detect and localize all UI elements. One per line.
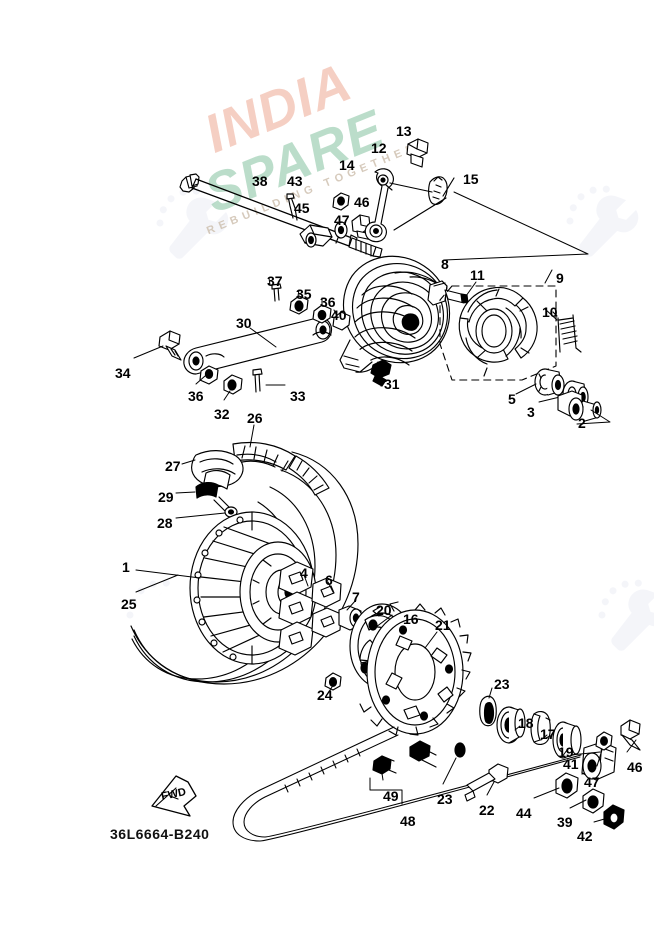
callout-46-bolt: 46 (354, 194, 370, 210)
callout-7-collar: 7 (352, 589, 360, 605)
callout-47-washer: 47 (334, 212, 350, 228)
callout-38-wheel-axle: 38 (252, 173, 268, 189)
cotter-pin-43 (286, 193, 298, 221)
callout-16-clutch-hub: 16 (403, 611, 419, 627)
callout-42-nut: 42 (577, 828, 593, 844)
callout-24-nut: 24 (317, 687, 333, 703)
callout-36-washer: 36 (188, 388, 204, 404)
bolt-13 (406, 138, 429, 168)
callout-12-brake-cam-lever: 12 (371, 140, 387, 156)
nut-39 (582, 788, 605, 814)
brake-shoes (458, 286, 538, 377)
bearing-5 (534, 368, 565, 396)
nut-24 (324, 672, 342, 691)
callout-4-hub-damper: 4 (300, 565, 308, 581)
bolt-34 (158, 330, 182, 361)
callout-40-bolt: 40 (331, 307, 347, 323)
callout-44-axle-nut: 44 (516, 805, 532, 821)
callout-34-bolt: 34 (115, 365, 131, 381)
callout-19-spacer: 19 (558, 744, 574, 760)
callout-11-brake-camshaft: 11 (470, 267, 485, 283)
callout-23-circlip: 23 (437, 791, 453, 807)
callout-9-brake-shoe-kit: 9 (556, 270, 564, 286)
brake-panel-8 (339, 255, 450, 373)
callout-23-circlip: 23 (494, 676, 510, 692)
callout-5-bearing: 5 (508, 391, 516, 407)
callout-39-nut: 39 (557, 814, 573, 830)
callout-21-driven-sprocket: 21 (435, 617, 451, 633)
bolt-46-lower (620, 719, 641, 751)
axle-nut-44 (555, 772, 579, 799)
bearing-18 (496, 706, 526, 744)
brake-cam-lever-12 (364, 168, 394, 243)
callout-43-cotter-pin: 43 (287, 173, 303, 189)
brake-camshaft-11 (427, 280, 469, 306)
callout-37-cotter-pin: 37 (267, 273, 283, 289)
cotter-pin-33 (252, 368, 263, 393)
torque-rod-30 (183, 316, 333, 375)
callout-14-nut: 14 (339, 157, 355, 173)
brake-shoe-kit-box-9 (439, 285, 557, 381)
callout-6-hub-damper: 6 (325, 572, 333, 588)
nut-14 (332, 192, 350, 211)
callout-1-spoke: 1 (122, 559, 130, 575)
callout-17-collar: 17 (540, 726, 556, 742)
nut-42 (603, 804, 625, 830)
callout-45-nut: 45 (294, 200, 310, 216)
circlip-23-lower (454, 742, 466, 758)
fwd-label: FWD (160, 786, 187, 803)
chain-puller-41 (581, 741, 617, 781)
wear-indicator-15 (428, 176, 448, 205)
washer-36-lower (199, 365, 219, 385)
callout-3-bearing: 3 (527, 404, 535, 420)
cotter-pin-37 (271, 283, 282, 302)
washer-47 (334, 221, 348, 239)
callout-46-bolt: 46 (627, 759, 643, 775)
washer-47-lower (595, 731, 613, 751)
callout-49-chain-joint: 49 (383, 788, 399, 804)
bolt-31 (370, 359, 392, 387)
brake-shoe-spring-10 (552, 311, 582, 353)
callout-20-sprocket-hub: 20 (376, 602, 392, 618)
spacer-19 (552, 721, 582, 759)
callout-30-torque-rod: 30 (236, 315, 252, 331)
callout-10-brake-shoe-spring: 10 (542, 304, 558, 320)
callout-35-nut: 35 (296, 286, 312, 302)
callout-36-washer: 36 (320, 294, 336, 310)
callout-15-wear-indicator: 15 (463, 171, 479, 187)
callout-47-washer: 47 (584, 774, 600, 790)
nut-35 (289, 295, 309, 315)
callout-2-oil-seal: 2 (578, 415, 586, 431)
hub-damper-set (278, 561, 342, 656)
chain-joint-49 (372, 740, 437, 775)
callout-27-rim-band: 27 (165, 458, 181, 474)
axle-nut-45 (299, 224, 333, 248)
callout-28-valve-cap: 28 (157, 515, 173, 531)
nut-32 (223, 374, 243, 395)
driven-sprocket-21 (359, 601, 472, 736)
oil-seal-2 (557, 390, 602, 422)
bolt-22 (464, 763, 509, 802)
callout-25-spoke-nipple: 25 (121, 596, 137, 612)
part-number-label: 36L6664-B240 (110, 826, 210, 842)
callout-31-bolt: 31 (384, 376, 400, 392)
callout-33-cotter-pin: 33 (290, 388, 306, 404)
wheel-axle-part (179, 173, 383, 258)
callout-13-bolt: 13 (396, 123, 412, 139)
callout-22-bolt: 22 (479, 802, 495, 818)
callout-29-tube: 29 (158, 489, 174, 505)
callout-18-bearing: 18 (518, 715, 534, 731)
bolt-40 (332, 311, 351, 331)
callout-48-drive-chain: 48 (400, 813, 416, 829)
callout-32-nut: 32 (214, 406, 230, 422)
callout-41-chain-puller: 41 (563, 756, 579, 772)
circlip-23 (479, 695, 497, 727)
fwd-arrow-marker (151, 775, 197, 817)
callout-26-tire: 26 (247, 410, 263, 426)
callout-8-brake-panel: 8 (441, 256, 449, 272)
